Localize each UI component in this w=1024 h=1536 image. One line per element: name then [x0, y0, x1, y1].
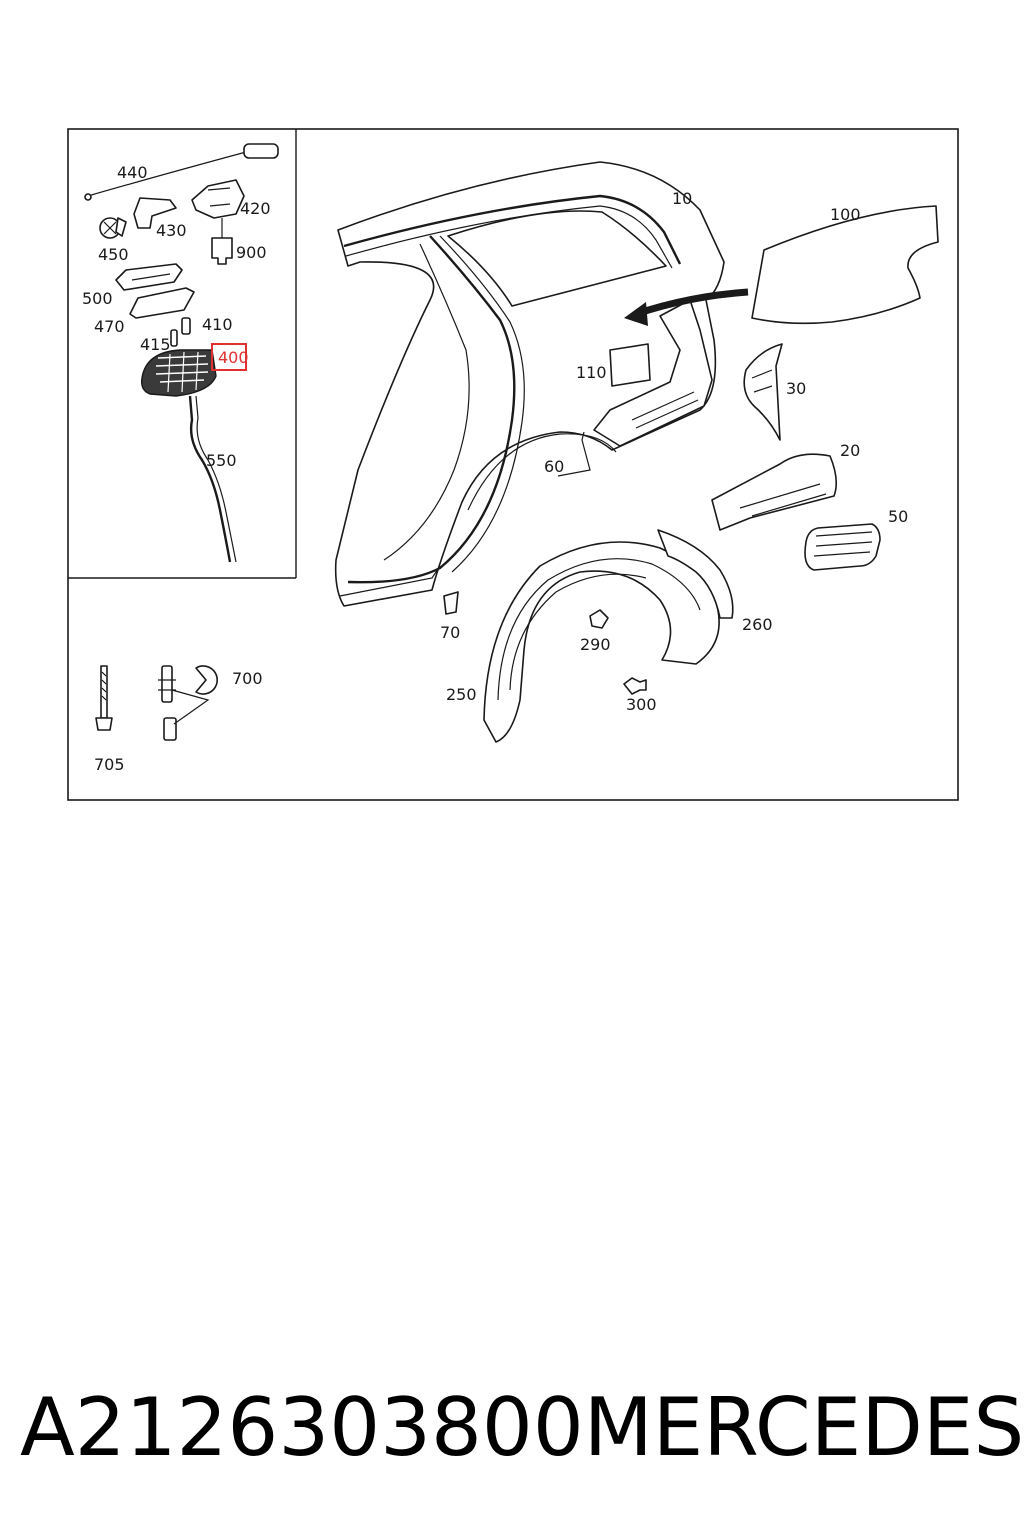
label-290: 290	[580, 635, 611, 654]
brand-name: MERCEDES	[583, 1380, 1024, 1474]
fasteners-group	[95, 665, 218, 741]
part-number: A2126303800	[20, 1380, 584, 1474]
part-caption: A2126303800 MERCEDES	[20, 1372, 1024, 1482]
label-705: 705	[94, 755, 125, 774]
callout-labels: 440 420 430 450 900 500 470 410 415 400 …	[82, 163, 908, 774]
label-100: 100	[830, 205, 861, 224]
label-550: 550	[206, 451, 237, 470]
label-250: 250	[446, 685, 477, 704]
label-110: 110	[576, 363, 607, 382]
label-260: 260	[742, 615, 773, 634]
label-70: 70	[440, 623, 460, 642]
label-470: 470	[94, 317, 125, 336]
label-60: 60	[544, 457, 564, 476]
label-700: 700	[232, 669, 263, 688]
label-20: 20	[840, 441, 860, 460]
side-panel-group	[334, 161, 939, 743]
label-500: 500	[82, 289, 113, 308]
label-30: 30	[786, 379, 806, 398]
parts-diagram: 440 420 430 450 900 500 470 410 415 400 …	[67, 128, 959, 801]
fuel-flap-parts-group	[84, 143, 279, 563]
label-415: 415	[140, 335, 171, 354]
label-450: 450	[98, 245, 129, 264]
label-300: 300	[626, 695, 657, 714]
label-900: 900	[236, 243, 267, 262]
label-410: 410	[202, 315, 233, 334]
label-10: 10	[672, 189, 692, 208]
diagram-frame	[67, 128, 959, 801]
label-430: 430	[156, 221, 187, 240]
label-50: 50	[888, 507, 908, 526]
label-440: 440	[117, 163, 148, 182]
label-420: 420	[240, 199, 271, 218]
label-400: 400	[218, 348, 249, 367]
highlight-box-400	[211, 343, 247, 371]
